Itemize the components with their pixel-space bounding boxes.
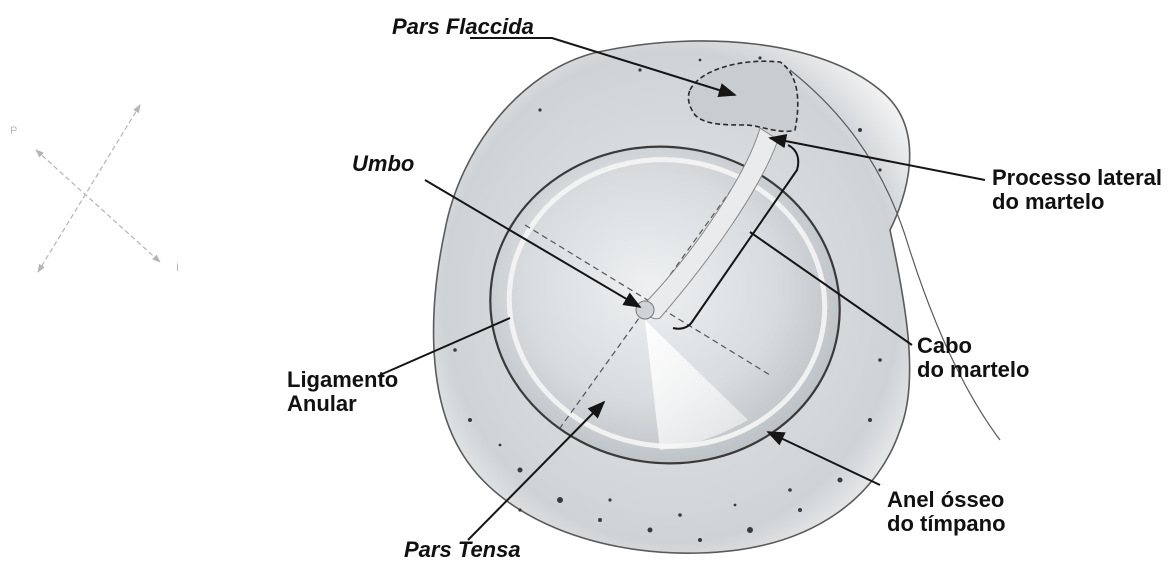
label-ligamento-anular: Ligamento Anular <box>287 368 398 416</box>
orientation-compass <box>36 105 160 272</box>
umbo-point <box>636 301 654 319</box>
label-pars-flaccida: Pars Flaccida <box>392 15 534 39</box>
compass-axis-2 <box>38 105 140 272</box>
label-anel-osseo: Anel ósseo do tímpano <box>887 488 1006 536</box>
label-pars-tensa: Pars Tensa <box>404 538 521 562</box>
label-processo-lateral: Processo lateral do martelo <box>992 166 1162 214</box>
orientation-mark-left: P <box>10 125 17 137</box>
label-processo-line2: do martelo <box>992 190 1162 214</box>
label-ligamento-line1: Ligamento <box>287 368 398 392</box>
label-umbo: Umbo <box>352 152 414 176</box>
orientation-mark-right: I <box>176 262 179 274</box>
label-cabo-line2: do martelo <box>917 358 1029 382</box>
label-cabo-line1: Cabo <box>917 334 1029 358</box>
label-processo-line1: Processo lateral <box>992 166 1162 190</box>
label-anel-line2: do tímpano <box>887 512 1006 536</box>
label-anel-line1: Anel ósseo <box>887 488 1006 512</box>
label-ligamento-line2: Anular <box>287 392 398 416</box>
label-cabo-do-martelo: Cabo do martelo <box>917 334 1029 382</box>
